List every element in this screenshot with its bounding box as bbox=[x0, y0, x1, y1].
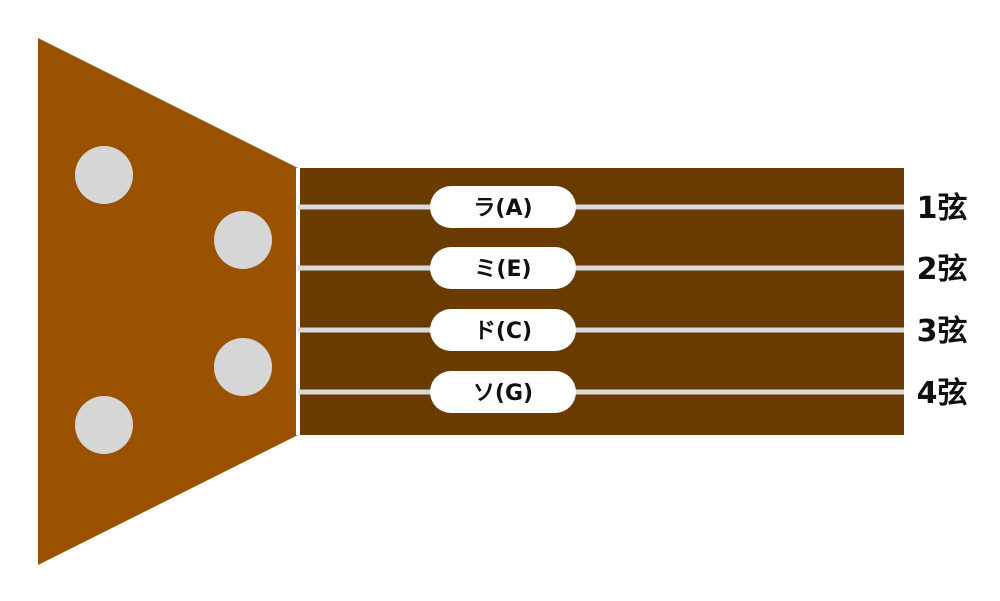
string-4: ソ(G) 4弦 bbox=[298, 371, 967, 413]
tuning-peg-2 bbox=[214, 211, 272, 269]
note-label-bg bbox=[430, 186, 576, 228]
string-number-label: 2弦 bbox=[917, 252, 968, 287]
nut bbox=[296, 168, 300, 435]
string-number-label: 4弦 bbox=[917, 376, 968, 411]
string-3: ド(C) 3弦 bbox=[298, 309, 967, 351]
string-number-label: 1弦 bbox=[917, 191, 968, 226]
note-label: ミ(E) bbox=[474, 257, 531, 282]
string-2: ミ(E) 2弦 bbox=[298, 247, 967, 289]
note-label: ド(C) bbox=[474, 319, 532, 344]
tuning-peg-3 bbox=[214, 338, 272, 396]
note-label-bg bbox=[430, 371, 576, 413]
string-1: ラ(A) 1弦 bbox=[298, 186, 967, 228]
note-label-bg bbox=[430, 309, 576, 351]
string-number-label: 3弦 bbox=[917, 314, 968, 349]
note-label: ラ(A) bbox=[473, 196, 532, 221]
note-label-bg bbox=[430, 247, 576, 289]
note-label: ソ(G) bbox=[473, 381, 533, 406]
headstock bbox=[38, 38, 298, 565]
tuning-peg-4 bbox=[75, 396, 133, 454]
tuning-peg-1 bbox=[75, 146, 133, 204]
